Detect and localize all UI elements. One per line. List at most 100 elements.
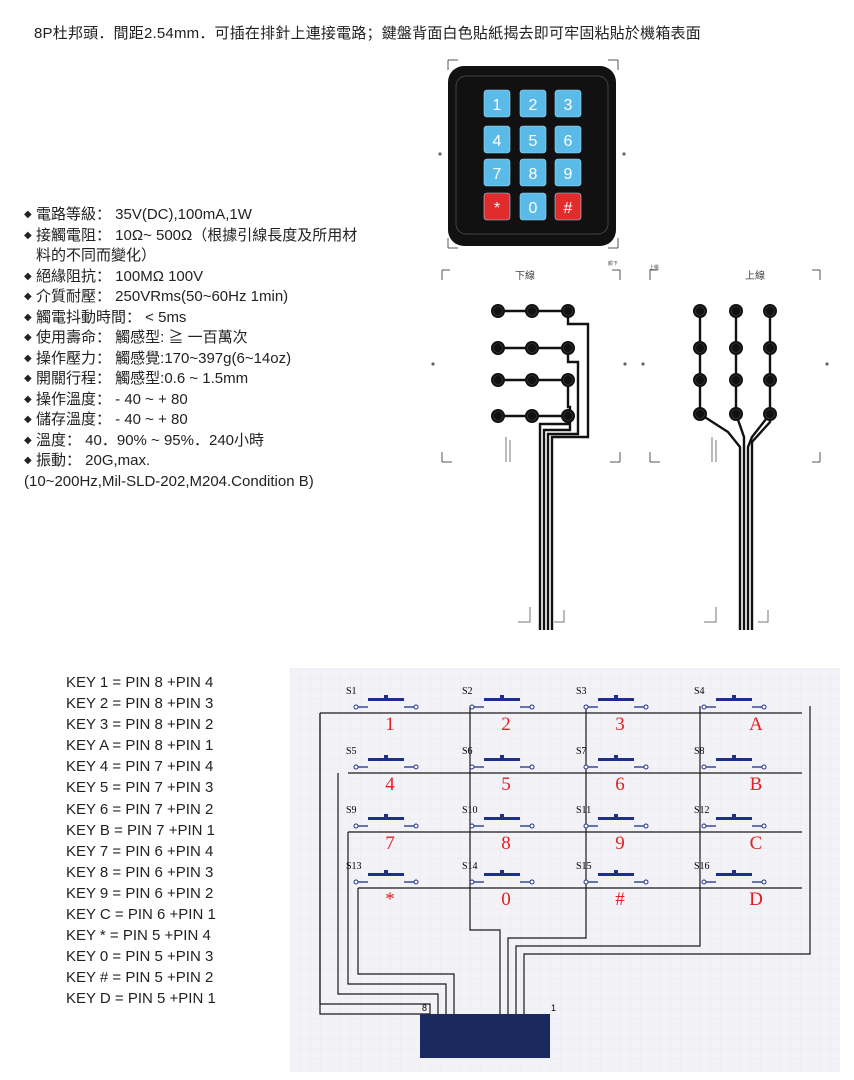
pin-8-label: 8 <box>422 1003 427 1013</box>
keymap-row: KEY # = PIN 5 +PIN 2 <box>66 969 214 987</box>
switch-name: S16 <box>694 861 710 872</box>
contact-pad <box>693 341 707 355</box>
header-text: 8P杜邦頭．間距2.54mm．可插在排針上連接電路；鍵盤背面白色貼紙揭去即可牢固… <box>34 25 701 42</box>
switch-actuator <box>598 758 634 761</box>
switch-knob <box>500 755 504 759</box>
switch-terminal <box>469 704 475 710</box>
switch-terminal <box>761 879 767 885</box>
switch-knob <box>732 695 736 699</box>
diamond-bullet-icon: ◆ <box>24 291 32 302</box>
upper-tiny-label: 上桃 <box>649 264 659 271</box>
keypad-key <box>483 89 511 118</box>
diamond-bullet-icon: ◆ <box>24 414 32 425</box>
switch-name: S12 <box>694 805 710 816</box>
switch-knob <box>384 755 388 759</box>
keypad-key-label: # <box>564 200 573 217</box>
contact-pad-ring <box>527 343 537 353</box>
diamond-bullet-icon: ◆ <box>24 373 32 384</box>
keymap-row: KEY 9 = PIN 6 +PIN 2 <box>66 884 214 902</box>
schematic-switch: S97 <box>346 805 419 854</box>
switch-actuator <box>484 873 520 876</box>
switch-knob <box>500 695 504 699</box>
contact-pad-ring <box>695 343 705 353</box>
switch-actuator <box>716 758 752 761</box>
keymap-row: KEY 2 = PIN 8 +PIN 3 <box>66 695 214 713</box>
switch-key-label: 5 <box>501 774 511 795</box>
switch-actuator <box>368 758 404 761</box>
spec-item: ◆絕緣阻抗： 100MΩ 100V <box>24 267 424 288</box>
contact-pad-ring <box>765 343 775 353</box>
contact-pad <box>693 407 707 421</box>
switch-terminal <box>701 764 707 770</box>
keymap-row: KEY * = PIN 5 +PIN 4 <box>66 927 211 945</box>
switch-knob <box>384 695 388 699</box>
switch-name: S9 <box>346 805 357 816</box>
switch-terminal <box>583 879 589 885</box>
column-bus-wire <box>523 888 811 1014</box>
schematic-switch: S15# <box>576 861 649 910</box>
switch-terminal <box>583 823 589 829</box>
pin-1-label: 1 <box>551 1003 556 1013</box>
key-pin-map: KEY 1 = PIN 8 +PIN 4 KEY 2 = PIN 8 +PIN … <box>66 672 216 1010</box>
column-bus-wire <box>507 888 587 1014</box>
switch-terminal <box>413 823 419 829</box>
contact-pad <box>525 304 539 318</box>
switch-terminal <box>413 879 419 885</box>
contact-pad-ring <box>695 409 705 419</box>
switch-key-label: * <box>385 889 395 910</box>
switch-key-label: 1 <box>385 714 395 735</box>
keypad-key <box>519 158 547 187</box>
switch-name: S5 <box>346 746 357 757</box>
switch-actuator <box>484 698 520 701</box>
switch-knob <box>384 870 388 874</box>
switch-actuator <box>598 817 634 820</box>
contact-pad-ring <box>527 375 537 385</box>
switch-name: S4 <box>694 686 705 697</box>
contact-pad-ring <box>695 375 705 385</box>
switch-actuator <box>716 873 752 876</box>
keypad-key-label: 8 <box>529 166 538 183</box>
switch-terminal <box>643 704 649 710</box>
schematic-switch: S22 <box>462 686 535 735</box>
column-bus-wire <box>515 888 701 1014</box>
row-bus-wire <box>357 888 455 1014</box>
switch-name: S7 <box>576 746 587 757</box>
lower-tiny-label: 颜下 <box>608 260 618 267</box>
schematic-switch: S33 <box>576 686 649 735</box>
switch-actuator <box>484 817 520 820</box>
switch-terminal <box>529 704 535 710</box>
switch-knob <box>500 814 504 818</box>
switch-actuator <box>484 758 520 761</box>
switch-knob <box>500 870 504 874</box>
spec-item-continuation: (10~200Hz,Mil-SLD-202,M204.Condition B) <box>24 472 314 490</box>
keypad-key-label: 2 <box>529 97 538 114</box>
diamond-bullet-icon: ◆ <box>24 311 32 323</box>
keypad-key-label: 4 <box>493 133 502 150</box>
diamond-bullet-icon: ◆ <box>24 434 32 446</box>
switch-key-label: B <box>750 774 763 795</box>
spec-item: ◆操作壓力： 觸感覺:170~397g(6~14oz) <box>24 349 424 370</box>
switch-knob <box>614 814 618 818</box>
switch-name: S3 <box>576 686 587 697</box>
switch-knob <box>384 814 388 818</box>
contact-pad <box>561 373 575 387</box>
contact-pad-ring <box>493 306 503 316</box>
upper-layer-label: 上線 <box>745 269 765 282</box>
keymap-row: KEY 7 = PIN 6 +PIN 4 <box>66 842 214 860</box>
keypad-key-label: * <box>494 200 500 217</box>
contact-pad-ring <box>563 306 573 316</box>
switch-terminal <box>353 704 359 710</box>
switch-actuator <box>368 698 404 701</box>
switch-knob <box>614 695 618 699</box>
schematic-switch: S13* <box>346 861 419 910</box>
diamond-bullet-icon: ◆ <box>24 209 32 220</box>
upper-layer-circuit: 上線 上桃 <box>641 264 829 630</box>
switch-name: S6 <box>462 746 473 757</box>
switch-terminal <box>469 823 475 829</box>
diamond-bullet-icon: ◆ <box>24 229 32 241</box>
contact-pad <box>729 373 743 387</box>
contact-pad-ring <box>731 409 741 419</box>
contact-pad <box>491 304 505 318</box>
